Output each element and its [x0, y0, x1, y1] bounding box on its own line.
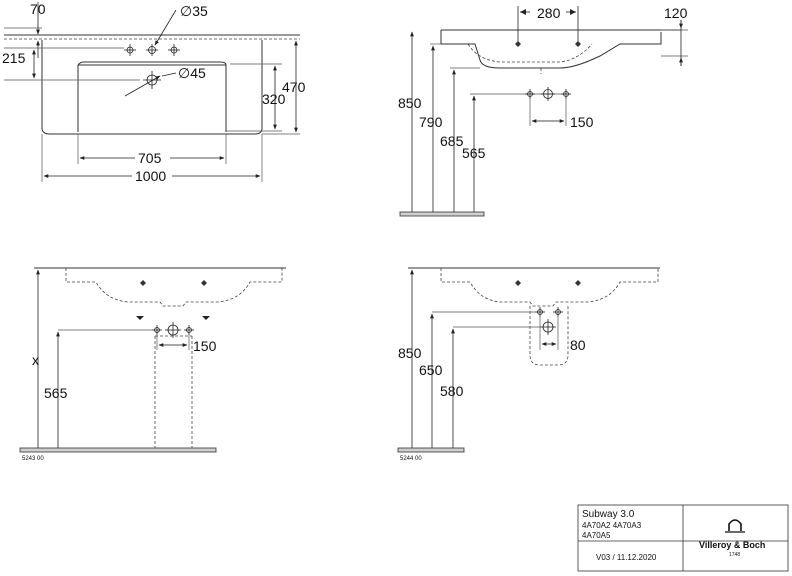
dim-280: 280: [537, 5, 561, 21]
dim-280-arrowhead-right: [570, 9, 576, 15]
arrow-down-a-left: [136, 316, 144, 320]
basin-inner-profile: [467, 43, 593, 63]
dim-320: 320: [262, 91, 286, 107]
product-codes-line1: 4A70A2 4A70A3: [582, 521, 642, 530]
tap-mark-left: [515, 41, 521, 47]
dim-1000: 1000: [135, 168, 166, 184]
product-codes-line2: 4A70A5: [582, 531, 611, 540]
basin-outline: [41, 40, 263, 135]
dim-280-arrowhead-left: [520, 9, 526, 15]
dim-790: 790: [419, 114, 443, 130]
basin-front-b: [440, 268, 659, 307]
dim-120: 120: [664, 5, 688, 21]
dim-d35: ∅35: [180, 3, 208, 19]
floor-slab-a: [19, 447, 217, 453]
basin-front-a: [65, 268, 283, 307]
villeroy-boch-arch-logo-icon: [725, 519, 745, 533]
brand-year: 1748: [729, 552, 740, 558]
dim-850: 850: [398, 95, 422, 111]
product-name: Subway 3.0: [582, 509, 635, 520]
dim-580: 580: [440, 383, 464, 399]
arrow-down-a-right: [202, 316, 210, 320]
dim-d45: ∅45: [178, 65, 206, 81]
pedestal-a: [154, 335, 193, 448]
version-date: V03 / 11.12.2020: [596, 553, 657, 562]
top-view: ∅35 ∅45 70 215 320 470 705: [2, 1, 306, 184]
supply-holes: [525, 87, 571, 101]
d45-leader-tail: [161, 72, 177, 77]
floor-slab: [399, 211, 485, 217]
dim-565a: 565: [44, 385, 68, 401]
dim-80: 80: [570, 337, 586, 353]
supply-holes-a: [152, 322, 194, 338]
dim-470: 470: [282, 79, 306, 95]
siphon-cover-b: [529, 306, 569, 366]
dim-685: 685: [440, 133, 464, 149]
tap-mark-b-right: [575, 280, 581, 286]
tap-mark-b-left: [515, 280, 521, 286]
brand-name: Villeroy & Boch: [699, 540, 765, 550]
side-view: 280 120 850 790 685 565: [398, 5, 688, 217]
code-a: 5243 00: [22, 456, 44, 462]
bowl-rim: [77, 61, 227, 66]
title-block: Subway 3.0 4A70A2 4A70A3 4A70A5 V03 / 11…: [577, 504, 789, 572]
drain-hole: [143, 71, 161, 89]
d35-leader: [154, 9, 177, 46]
dim-850b: 850: [398, 345, 422, 361]
dim-650: 650: [419, 362, 443, 378]
tap-hole-center: [146, 44, 158, 56]
dim-565: 565: [462, 145, 486, 161]
dim-x: x: [32, 352, 39, 368]
supply-holes-b: [535, 307, 563, 335]
tap-mark-a-left: [140, 280, 146, 286]
dim-70: 70: [30, 1, 46, 17]
tap-mark-right: [575, 41, 581, 47]
basin-profile: [440, 29, 681, 69]
dim-150a: 150: [193, 338, 217, 354]
front-view-a: 150 x 565 5243 00: [19, 267, 286, 462]
tap-hole-left: [124, 44, 136, 56]
d45-leader: [124, 75, 161, 97]
floor-slab-b: [397, 447, 465, 453]
dim-215: 215: [2, 50, 26, 66]
tap-mark-a-right: [201, 280, 207, 286]
dim-705: 705: [138, 150, 162, 166]
code-b: 5244 00: [400, 456, 422, 462]
tap-hole-right: [168, 44, 180, 56]
front-view-b: 80 850 650 580 5244 00: [397, 267, 660, 462]
dim-150: 150: [570, 114, 594, 130]
